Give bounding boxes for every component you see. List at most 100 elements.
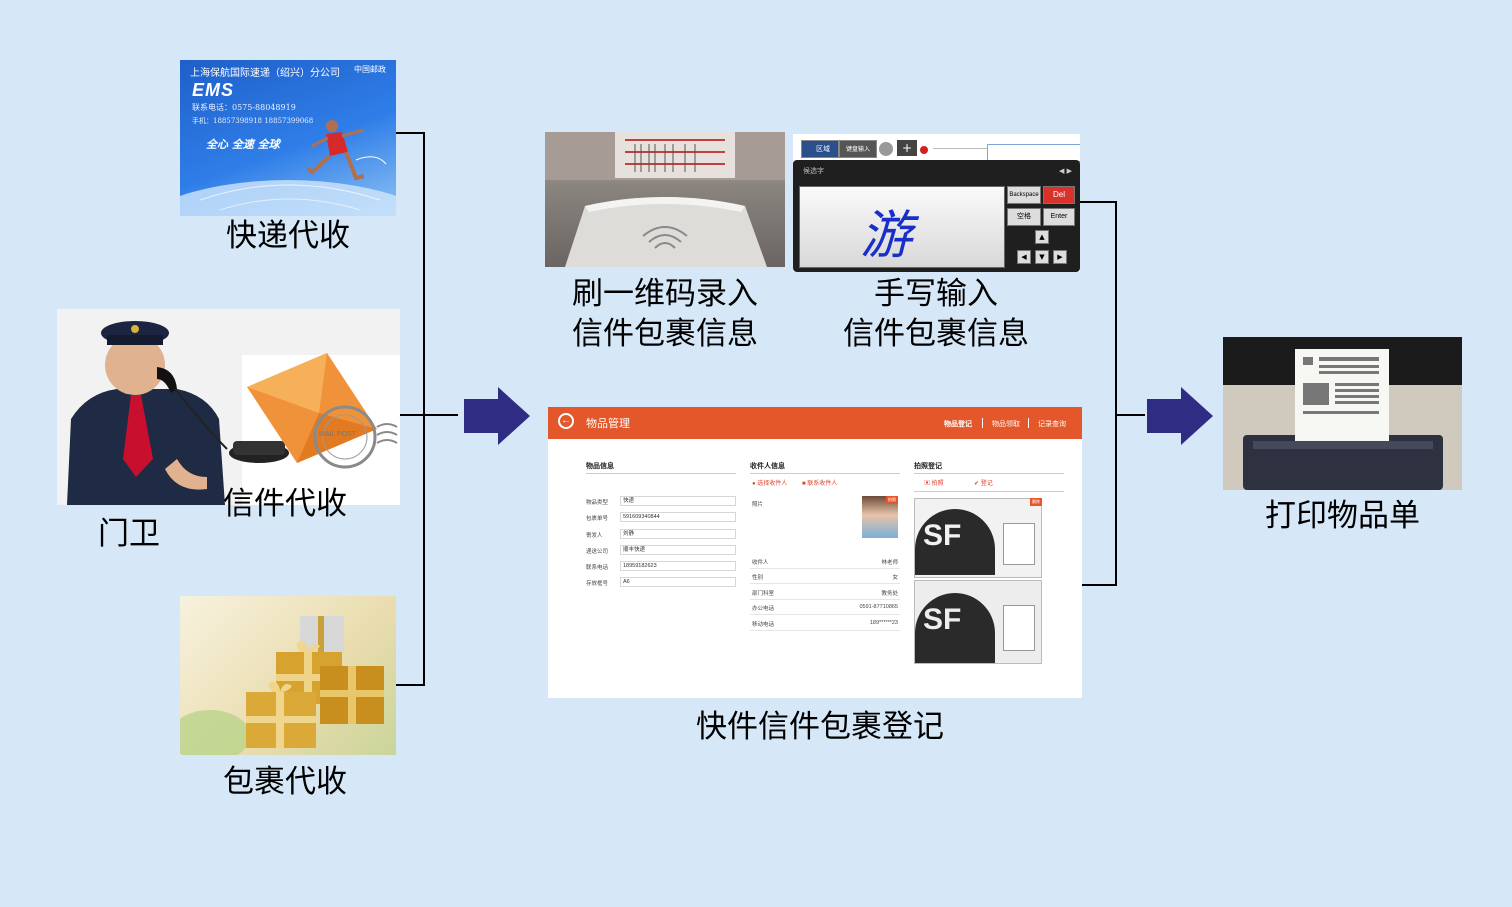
tab-query[interactable]: 记录查询 [1038,421,1066,428]
sender-input[interactable]: 刘静 [620,529,736,539]
parcel-photo [180,596,396,755]
express-caption: 快递代收 [226,218,350,254]
space-key[interactable]: 空格 [1007,208,1041,226]
row-divider [750,568,900,569]
registration-form-screenshot: ← 物品管理 物品登记 物品领取 记录查询 物品信息 物品类型 快递 包裹单号 … [548,407,1082,698]
keyboard-mode-label: 键盘输入 [846,147,871,153]
package-photo-2[interactable]: SF [914,580,1042,664]
connector-left-vertical [423,132,425,686]
connector-handwrite [1080,201,1116,203]
receipt-printer-photo [1223,337,1462,490]
recipient-field-label: 收件人 [752,560,769,566]
form-header: ← 物品管理 物品登记 物品领取 记录查询 [548,407,1082,439]
row-divider [750,583,900,584]
contact-recipient-link[interactable]: ■ 联系收件人 [802,481,838,487]
tab-divider [982,418,983,428]
locker-number-input[interactable]: A6 [620,577,736,587]
backspace-key[interactable]: Backspace [1007,186,1041,204]
delete-key[interactable]: Del [1043,186,1075,204]
connector-right-vertical [1115,201,1117,586]
row-divider [750,599,900,600]
close-icon[interactable] [920,146,928,154]
register-caption: 快件信件包裹登记 [696,709,944,745]
arrow-down-icon[interactable]: ▼ [1035,250,1049,264]
row-divider [750,630,900,631]
form-title: 物品管理 [586,418,630,430]
sf-package-mark [915,509,995,575]
package-label [1003,605,1035,651]
recipient-info-heading: 收件人信息 [750,463,785,470]
sf-package-mark [915,593,995,663]
item-field-label: 联系电话 [586,565,609,571]
enter-key[interactable]: Enter [1043,208,1075,226]
package-label [1003,523,1035,565]
courier-select[interactable]: 顺丰快递 [620,545,736,555]
item-type-select[interactable]: 快递 [620,496,736,506]
handwriting-input-panel: 区域 键盘输入 + 候选字 ◀ ▶ 游 Backspace Del 空格 Ent… [793,134,1080,272]
photo-register-heading: 拍照登记 [914,463,942,470]
delete-photo-badge[interactable]: 删除 [1030,498,1042,506]
scan-caption-line2: 信件包裹信息 [572,316,758,352]
connector-to-print [1115,414,1145,416]
gear-icon[interactable] [879,142,893,156]
tab-collect[interactable]: 物品领取 [992,421,1020,428]
region-mode-label: 区域 [816,146,830,153]
connector-register [1082,584,1116,586]
keyboard-mode-button[interactable]: 键盘输入 [839,140,877,158]
register-label: 登记 [980,481,993,487]
handwrite-caption-line2: 信件包裹信息 [843,316,1029,352]
arrow-up-icon[interactable]: ▲ [1035,230,1049,244]
package-photo-1[interactable]: SF [914,498,1042,578]
take-photo-label: 拍照 [931,481,944,487]
handwrite-caption-line1: 手写输入 [874,276,998,312]
region-mode-button[interactable]: 区域 [801,140,839,158]
candidate-label: 候选字 [803,168,824,175]
runner-globe-graphic [180,120,396,216]
toolbar-divider [933,148,1013,149]
back-arrow-icon[interactable]: ← [558,413,574,429]
flow-arrow-icon [1147,387,1213,445]
photo-label: 照片 [752,502,764,508]
guard-photo: MAIL POST [57,309,400,505]
barcode-scanner-photo [545,132,785,267]
item-field-label: 物品类型 [586,500,609,506]
select-recipient-label: 选择收件人 [757,481,788,487]
ems-phone: 联系电话：0575-88048919 [192,103,296,112]
section-divider [750,473,900,474]
item-field-label: 包裹单号 [586,516,609,522]
row-divider [750,614,900,615]
plus-icon[interactable]: + [897,140,917,156]
tab-divider [1028,418,1029,428]
phone-input[interactable]: 18959182623 [620,561,736,571]
contact-recipient-label: 联系收件人 [807,481,838,487]
recipient-field-value: 林老师 [881,560,898,566]
ems-logo: EMS [192,80,235,100]
take-photo-badge[interactable]: 拍照 [886,496,898,504]
gift-boxes-graphic [180,616,384,755]
scan-caption-line1: 刷一维码录入 [572,276,758,312]
recipient-field-label: 性别 [752,575,764,581]
tracking-number-input[interactable]: 591609340844 [620,512,736,522]
recipient-field-value: 女 [892,575,898,581]
recipient-field-value: 教务处 [881,591,898,597]
handwriting-canvas[interactable]: 游 [799,186,1005,268]
page-arrows-icon[interactable]: ◀ ▶ [1059,167,1072,175]
connector-letter [400,414,458,416]
parcel-caption: 包裹代收 [223,764,347,800]
mail-post-stamp: MAIL POST [319,431,357,438]
connector-parcel [396,684,424,686]
written-character: 游 [860,206,913,266]
section-divider [914,473,1064,474]
recipient-field-label: 办公电话 [752,606,775,612]
flow-arrow-icon [464,387,530,445]
arrow-left-icon[interactable]: ◀ [1017,250,1031,264]
register-button[interactable]: ✔ 登记 [974,481,993,487]
ems-card-image: 上海保航国际速递（绍兴）分公司 中国邮政 EMS 联系电话：0575-88048… [180,60,396,216]
item-field-label: 存放框号 [586,581,609,587]
section-divider [586,473,736,474]
take-photo-button[interactable]: ▣ 拍照 [924,481,944,487]
tab-register[interactable]: 物品登记 [944,421,972,428]
arrow-right-icon[interactable]: ▶ [1053,250,1067,264]
item-field-label: 递送公司 [586,549,609,555]
select-recipient-link[interactable]: ● 选择收件人 [752,481,788,487]
